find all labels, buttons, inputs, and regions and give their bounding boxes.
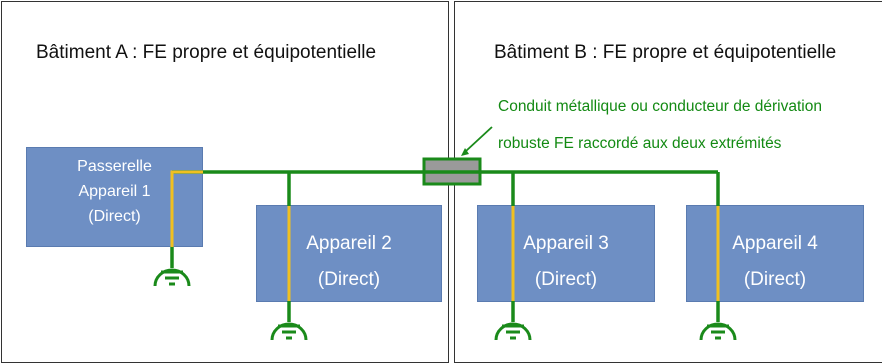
device-2-line-2: (Direct) bbox=[317, 269, 381, 290]
arrow-icon bbox=[461, 126, 493, 156]
device-4: Appareil 4 (Direct) bbox=[686, 205, 864, 302]
device-2: Appareil 2 (Direct) bbox=[256, 205, 442, 302]
device-1-line-2: Appareil 1 bbox=[78, 183, 151, 200]
building-b bbox=[454, 1, 882, 363]
conduit-annotation-line-2: robuste FE raccordé aux deux extrémités bbox=[498, 135, 782, 152]
signal-wire-device-1 bbox=[170, 170, 203, 252]
ground-symbol-icon bbox=[153, 268, 191, 287]
device-4-line-2: (Direct) bbox=[743, 269, 807, 290]
device-1-line-3: (Direct) bbox=[88, 208, 141, 225]
device-4-line-1: Appareil 4 bbox=[732, 233, 818, 254]
building-b-title: Bâtiment B : FE propre et équipotentiell… bbox=[494, 42, 837, 63]
ground-symbol-icon bbox=[699, 322, 737, 341]
device-3: Appareil 3 (Direct) bbox=[477, 205, 655, 302]
device-3-line-2: (Direct) bbox=[534, 269, 598, 290]
building-a-title: Bâtiment A : FE propre et équipotentiell… bbox=[36, 42, 377, 63]
conduit-annotation-line-1: Conduit métallique ou conducteur de déri… bbox=[498, 98, 822, 115]
ground-symbol-icon bbox=[270, 322, 308, 341]
device-1-line-1: Passerelle bbox=[77, 158, 152, 175]
device-2-line-1: Appareil 2 bbox=[306, 233, 392, 254]
device-3-line-1: Appareil 3 bbox=[523, 233, 609, 254]
ground-symbol-icon bbox=[494, 322, 532, 341]
